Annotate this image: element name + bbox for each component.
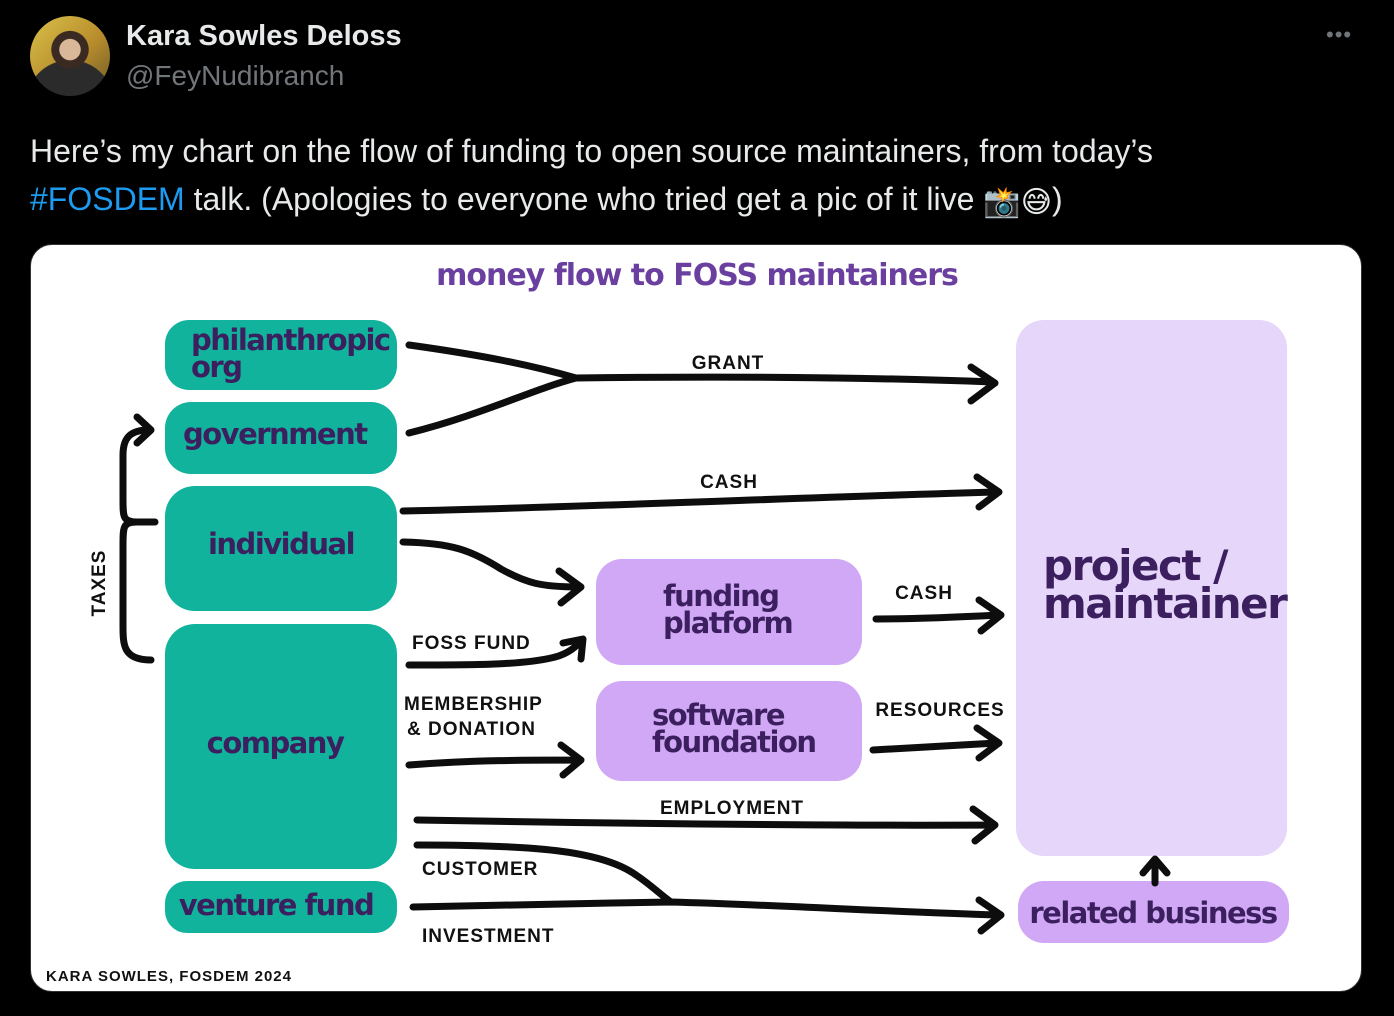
node-individual	[165, 486, 397, 611]
node-venture-fund-label: venture fund	[179, 888, 373, 922]
node-related-business	[1018, 881, 1289, 943]
taxes-brace	[119, 413, 159, 664]
arrow-foss-fund	[405, 635, 587, 669]
edge-label-cash-platform: CASH	[895, 583, 953, 604]
author-name[interactable]: Kara Sowles Deloss	[126, 20, 402, 52]
edge-label-cash-top: CASH	[700, 472, 758, 493]
edge-label-taxes: TAXES	[89, 550, 110, 617]
arrow-philanthropic-merge	[405, 341, 580, 382]
node-software-foundation	[596, 681, 862, 781]
author-handle[interactable]: @FeyNudibranch	[126, 60, 345, 91]
tweet-text: Here’s my chart on the flow of funding t…	[30, 127, 1350, 227]
arrow-grant	[572, 363, 999, 405]
node-company	[165, 624, 397, 869]
arrow-customer	[413, 841, 675, 906]
node-philanthropic-org	[165, 320, 397, 390]
arrow-membership	[405, 741, 585, 779]
arrow-resources	[869, 724, 1003, 762]
edge-label-foss-fund: FOSS FUND	[412, 633, 531, 654]
tweet-text-line2: talk. (Apologies to everyone who tried g…	[184, 181, 984, 217]
arrow-business-to-maintainer	[1139, 855, 1171, 887]
arrow-government-merge	[405, 374, 580, 437]
node-software-foundation-label-1: software	[652, 698, 785, 732]
node-funding-platform	[596, 559, 862, 665]
diagram-footer: KARA SOWLES, FOSDEM 2024	[46, 968, 292, 985]
tweet-text-line1: Here’s my chart on the flow of funding t…	[30, 133, 1153, 169]
arrow-investment	[409, 896, 1005, 935]
camera-flash-emoji: 📸	[983, 185, 1021, 220]
node-project-label-2: maintainer	[1043, 579, 1288, 628]
node-individual-label: individual	[208, 527, 354, 561]
avatar[interactable]	[30, 16, 110, 96]
hashtag-link[interactable]: #FOSDEM	[30, 181, 185, 217]
arrow-employment	[413, 805, 999, 845]
node-venture-fund	[165, 881, 397, 933]
edge-label-membership-1: MEMBERSHIP	[404, 694, 543, 715]
node-government	[165, 402, 397, 474]
more-dots-icon[interactable]: •••	[1326, 22, 1353, 47]
diagram-title: money flow to FOSS maintainers	[436, 258, 958, 293]
tweet-media-image[interactable]: money flow to FOSS maintainers philanthr…	[30, 244, 1362, 992]
node-project-maintainer	[1016, 320, 1287, 856]
node-funding-platform-label-1: funding	[663, 579, 779, 613]
sweat-smile-emoji: 😅	[1020, 185, 1052, 220]
edge-label-customer: CUSTOMER	[422, 859, 538, 880]
edge-label-grant: GRANT	[692, 353, 765, 374]
arrow-cash-platform	[872, 596, 1005, 635]
node-philanthropic-label-1: philanthropic	[191, 323, 390, 357]
node-government-label: government	[183, 417, 368, 451]
node-project-label-1: project /	[1043, 541, 1229, 590]
tweet-text-end: )	[1051, 181, 1063, 217]
edge-label-investment: INVESTMENT	[422, 926, 554, 947]
node-funding-platform-label-2: platform	[663, 606, 792, 640]
node-company-label: company	[207, 726, 345, 760]
arrow-cash-top	[399, 473, 1003, 515]
arrow-individual-to-platform	[399, 538, 585, 607]
node-philanthropic-label-2: org	[191, 350, 241, 384]
funding-flow-diagram: money flow to FOSS maintainers philanthr…	[46, 258, 1290, 985]
node-related-business-label: related business	[1029, 896, 1277, 930]
edge-label-membership-2: & DONATION	[407, 719, 536, 740]
edge-label-employment: EMPLOYMENT	[660, 798, 804, 819]
edge-label-resources: RESOURCES	[875, 700, 1004, 721]
node-software-foundation-label-2: foundation	[652, 725, 816, 759]
